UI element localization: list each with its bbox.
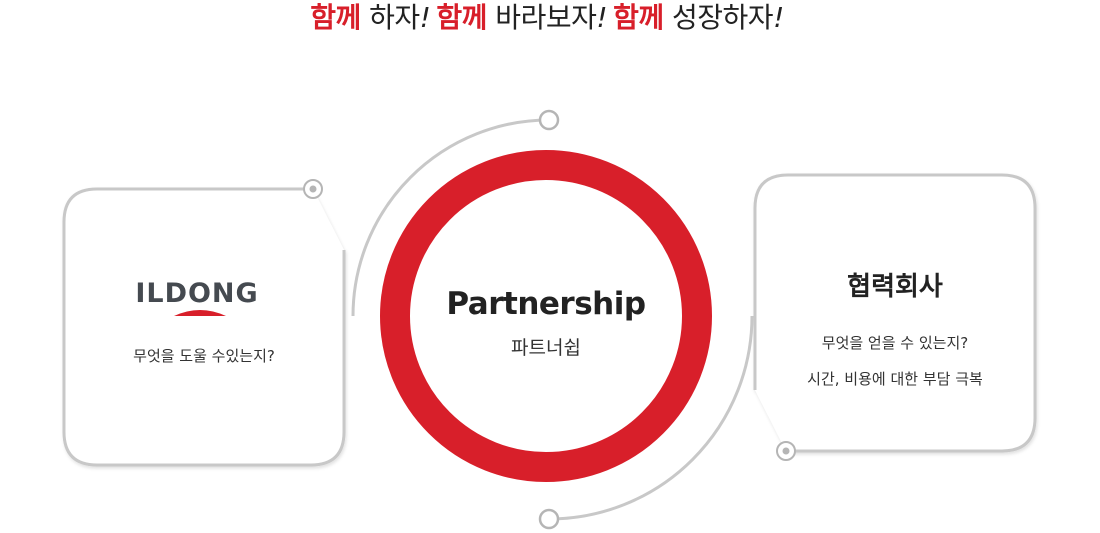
right-card-benefit: 시간, 비용에 대한 부담 극복 <box>807 370 983 388</box>
slogan-exclaim-1: ! <box>419 1 431 34</box>
ildong-logo-text: ILDONG <box>135 278 259 309</box>
left-card-frame <box>62 187 346 467</box>
right-card-node-dot <box>782 447 790 455</box>
connector-arc-bottom <box>548 315 754 521</box>
partnership-subtitle: 파트너쉽 <box>511 337 581 359</box>
left-card-node-dot <box>309 185 317 193</box>
slogan-highlight-2: 함께 <box>436 1 487 34</box>
partnership-title: Partnership <box>446 286 646 322</box>
slogan-phrase-2: 바라보자 <box>486 1 597 34</box>
slogan-phrase-3: 성장하자 <box>663 1 774 34</box>
right-card-question: 무엇을 얻을 수 있는지? <box>821 334 969 352</box>
partner-company-title: 협력회사 <box>847 272 943 302</box>
left-card-question: 무엇을 도울 수있는지? <box>133 347 275 365</box>
connector-arc-top <box>351 118 550 317</box>
slogan-exclaim-3: ! <box>773 1 784 34</box>
slogan-highlight-3: 함께 <box>613 1 664 34</box>
slogan-exclaim-2: ! <box>596 1 608 34</box>
bottom-node-icon <box>538 508 560 530</box>
partnership-ring <box>380 150 712 482</box>
slogan-heading: 함께 하자!함께 바라보자!함께 성장하자! <box>0 0 1100 40</box>
slogan-highlight-1: 함께 <box>310 1 361 34</box>
top-node-icon <box>538 109 560 131</box>
right-card-frame <box>753 173 1037 453</box>
slogan-phrase-1: 하자 <box>360 1 420 34</box>
ildong-logo-arc-icon <box>174 310 226 316</box>
